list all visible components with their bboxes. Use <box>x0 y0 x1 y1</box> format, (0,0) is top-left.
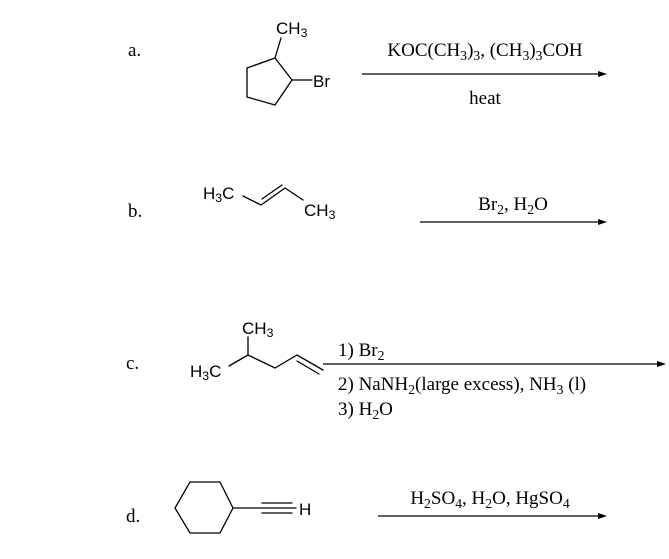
text-segment: ) <box>467 40 473 61</box>
text-segment: H <box>190 362 202 381</box>
structure-c: CH3 H3C <box>190 319 324 383</box>
reaction-arrow-d <box>378 513 607 519</box>
text-segment: CH <box>304 201 329 220</box>
subscript: 3 <box>473 48 480 63</box>
reagents-above-b: Br2, H2O <box>478 194 548 217</box>
subscript: 2 <box>372 407 379 422</box>
subscript: 2 <box>485 496 492 511</box>
problem-label-d: d. <box>126 506 140 527</box>
problem-label-a: a. <box>128 40 141 61</box>
reagents-above-d: H2SO4, H2O, HgSO4 <box>410 488 570 511</box>
subscript: 3 <box>522 48 529 63</box>
subscript: 4 <box>563 496 570 511</box>
subscript: 3 <box>460 48 467 63</box>
subscript: 3 <box>267 326 274 340</box>
subscript: 3 <box>536 48 543 63</box>
structure-d: H <box>174 481 311 534</box>
text-segment: ) <box>529 40 535 61</box>
text-segment: 1) Br <box>338 340 378 361</box>
text-segment: H <box>203 184 215 203</box>
subscript: 3 <box>329 208 336 222</box>
text-segment: , H <box>504 194 528 215</box>
atom-label-ch3: CH3 <box>304 201 336 222</box>
text-segment: 2) NaNH <box>338 374 408 395</box>
atom-label-h3c: H3C <box>190 362 221 383</box>
text-segment: C <box>222 184 234 203</box>
text-segment: , H <box>462 488 486 509</box>
text-segment: SO <box>431 488 455 509</box>
atom-label-h: H <box>299 500 311 519</box>
text-segment: heat <box>469 88 501 109</box>
subscript: 2 <box>378 348 385 363</box>
text-segment: H <box>410 488 424 509</box>
reagents-above-a: KOC(CH3)3, (CH3)3COH <box>387 40 583 63</box>
atom-label-br: Br <box>313 72 330 91</box>
reagents-below-c-step3: 3) H2O <box>338 399 393 422</box>
structure-b: H3C CH3 <box>203 184 336 222</box>
subscript: 3 <box>202 369 209 383</box>
cyclopentane-ring <box>246 57 293 106</box>
reagents-above-c: 1) Br2 <box>338 340 385 363</box>
subscript: 2 <box>408 382 415 397</box>
subscript: 4 <box>455 496 462 511</box>
problem-label-c: c. <box>126 353 139 374</box>
text-segment: 3) H <box>338 399 373 420</box>
text-segment: , (CH <box>480 40 523 61</box>
text-segment: H <box>299 500 311 519</box>
reagents-below-a: heat <box>469 88 501 109</box>
cyclohexane-ring <box>174 481 234 534</box>
subscript: 2 <box>497 202 504 217</box>
text-segment: KOC(CH <box>387 40 460 61</box>
subscript: 2 <box>527 202 534 217</box>
text-segment: (large excess), NH <box>415 374 557 395</box>
text-segment: O <box>379 399 393 420</box>
structure-a: CH3 Br <box>246 19 330 106</box>
text-segment: Br <box>313 72 330 91</box>
atom-label-h3c: H3C <box>203 184 234 205</box>
problem-label-b: b. <box>128 201 142 222</box>
subscript: 3 <box>301 26 308 40</box>
subscript: 3 <box>215 191 222 205</box>
text-segment: CH <box>276 19 301 38</box>
text-segment: O <box>534 194 548 215</box>
text-segment: Br <box>478 194 498 215</box>
atom-label-ch3: CH3 <box>242 319 274 340</box>
reagents-below-c-step2: 2) NaNH2(large excess), NH3 (l) <box>338 374 586 397</box>
atom-label-ch3: CH3 <box>276 19 308 40</box>
text-segment: (l) <box>563 374 586 395</box>
text-segment: O, HgSO <box>492 488 563 509</box>
text-segment: COH <box>542 40 582 61</box>
subscript: 3 <box>557 382 564 397</box>
reaction-arrow-b <box>420 219 607 225</box>
text-segment: CH <box>242 319 267 338</box>
subscript: 2 <box>424 496 431 511</box>
text-segment: C <box>209 362 221 381</box>
reaction-arrow-a <box>362 71 607 77</box>
reaction-arrow-c <box>323 361 666 367</box>
